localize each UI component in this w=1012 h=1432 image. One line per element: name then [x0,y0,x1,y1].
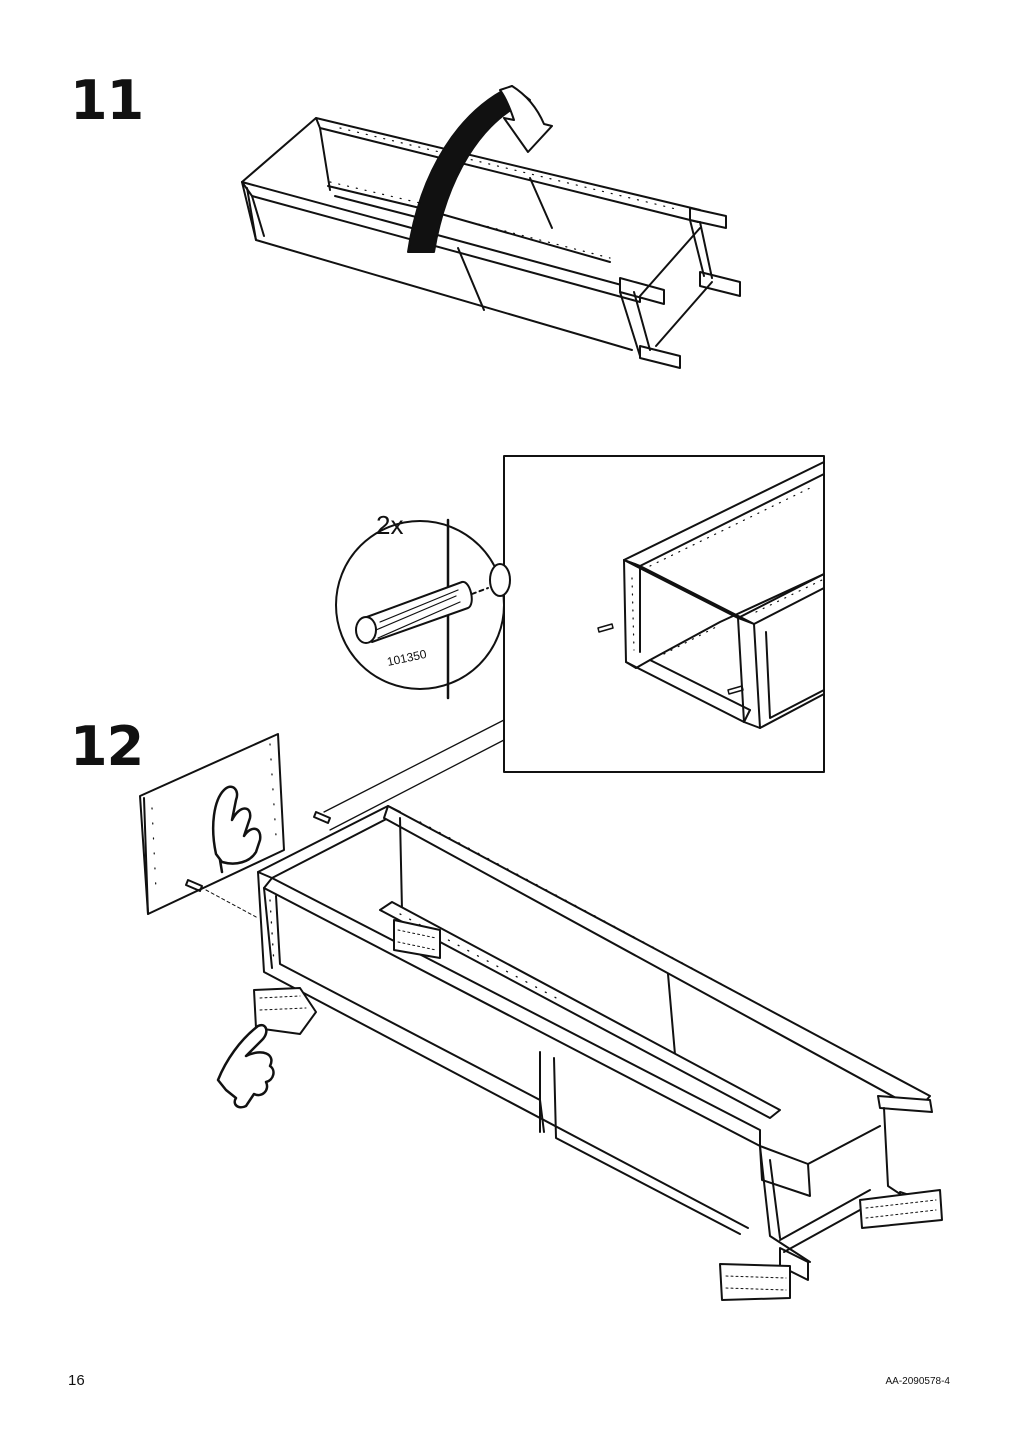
step-number-12: 12 [70,715,144,778]
detail-inset [503,455,825,773]
quantity-label: 2x [376,510,403,540]
dowel-callout [335,518,511,700]
step11-frame-illustration [241,85,741,369]
step-number-11: 11 [70,69,144,132]
page-number: 16 [68,1372,85,1389]
step12-assembly-illustration [139,733,943,1301]
document-id: AA-2090578-4 [885,1376,951,1387]
